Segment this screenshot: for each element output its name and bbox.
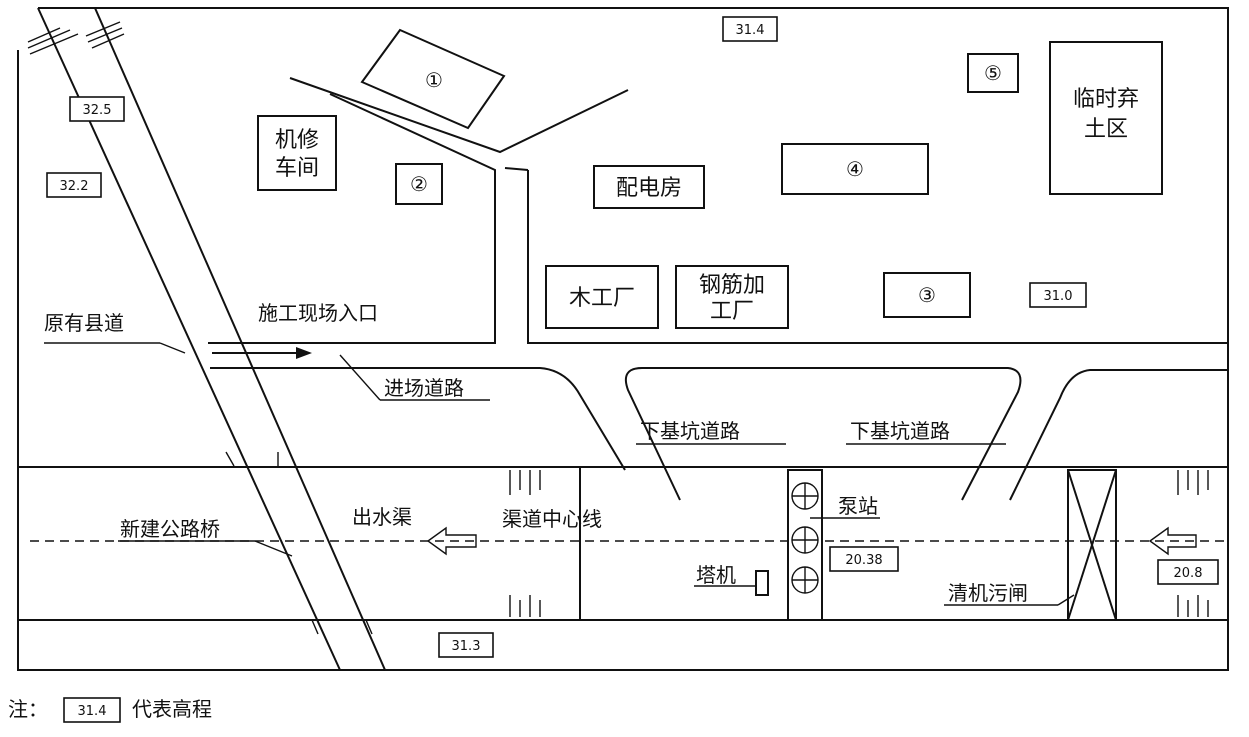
channel — [18, 466, 1228, 621]
machine-shop-label-2: 车间 — [275, 156, 319, 181]
label-leaders — [44, 342, 1075, 606]
channel-hatch — [509, 470, 1209, 617]
tower-crane-label: 塔机 — [696, 563, 736, 587]
power-room: 配电房 — [593, 165, 705, 209]
outlet-channel-label: 出水渠 — [352, 505, 412, 529]
elevation-left: 32.2 — [46, 172, 102, 198]
trash-gate-structure — [1067, 469, 1117, 621]
legend-sample: 31.4 — [78, 704, 107, 719]
elevation-top-value: 31.4 — [736, 23, 765, 38]
building-1: ① — [360, 28, 506, 130]
rebar-shop: 钢筋加 工厂 — [675, 265, 789, 329]
legend-prefix: 注： — [8, 697, 48, 721]
building-5: ⑤ — [967, 53, 1019, 93]
elevation-right-mid-value: 31.0 — [1044, 289, 1073, 304]
machine-shop-label-1: 机修 — [275, 128, 319, 153]
access-roads — [210, 367, 1228, 501]
building-4: ④ — [781, 143, 929, 195]
building-4-number: ④ — [846, 157, 864, 181]
building-1-number: ① — [425, 68, 443, 92]
building-3-number: ③ — [918, 283, 936, 307]
building-5-number: ⑤ — [984, 61, 1002, 85]
elevation-bottom-value: 31.3 — [452, 639, 481, 654]
elevation-gate-value: 20.8 — [1174, 566, 1203, 581]
elevation-pump: 20.38 — [829, 546, 899, 572]
inlet-flow-arrow — [1148, 526, 1197, 556]
elevation-pump-value: 20.38 — [845, 553, 882, 568]
site-entrance-label: 施工现场入口 — [258, 301, 378, 325]
carpentry-label: 木工厂 — [569, 286, 635, 311]
access-road-label: 进场道路 — [384, 376, 464, 400]
power-room-label: 配电房 — [616, 176, 682, 201]
temp-spoil-area: 临时弃 土区 — [1049, 41, 1163, 195]
temp-spoil-label-2: 土区 — [1084, 117, 1128, 142]
legend: 注： 31.4 代表高程 — [8, 697, 212, 723]
site-boundary — [17, 7, 1229, 671]
outlet-flow-arrow — [426, 526, 477, 556]
pump-station — [787, 469, 880, 621]
entrance-arrow — [212, 347, 312, 359]
pit-road-label-2: 下基坑道路 — [850, 419, 950, 443]
rebar-label-1: 钢筋加 — [699, 273, 765, 298]
building-3: ③ — [883, 272, 971, 318]
elevation-right-mid: 31.0 — [1029, 282, 1087, 308]
tower-crane — [694, 570, 769, 596]
temp-spoil-label-1: 临时弃 — [1073, 87, 1139, 112]
carpentry-shop: 木工厂 — [545, 265, 659, 329]
embankment-hatch — [27, 21, 125, 55]
elevation-top: 31.4 — [722, 16, 778, 42]
pit-road-label-1: 下基坑道路 — [640, 419, 740, 443]
north-site-roads — [208, 77, 1228, 344]
channel-centerline-label: 渠道中心线 — [502, 507, 602, 531]
elevation-left-value: 32.2 — [60, 179, 89, 194]
bridge-ticks — [225, 451, 373, 635]
legend-text: 代表高程 — [132, 697, 212, 721]
flow-arrows — [426, 526, 1197, 556]
trash-gate-label: 清机污闸 — [948, 581, 1028, 605]
elevation-bottom: 31.3 — [438, 632, 494, 658]
rebar-label-2: 工厂 — [710, 299, 754, 324]
building-2-number: ② — [410, 172, 428, 196]
elevation-gate: 20.8 — [1157, 559, 1219, 585]
machine-shop: 机修 车间 — [257, 115, 337, 191]
new-bridge-label: 新建公路桥 — [120, 517, 220, 541]
elevation-road-top-value: 32.5 — [83, 103, 112, 118]
old-county-road-label: 原有县道 — [44, 311, 124, 335]
elevation-road-top: 32.5 — [69, 96, 125, 122]
building-2: ② — [395, 163, 443, 205]
pump-station-label: 泵站 — [838, 494, 878, 518]
